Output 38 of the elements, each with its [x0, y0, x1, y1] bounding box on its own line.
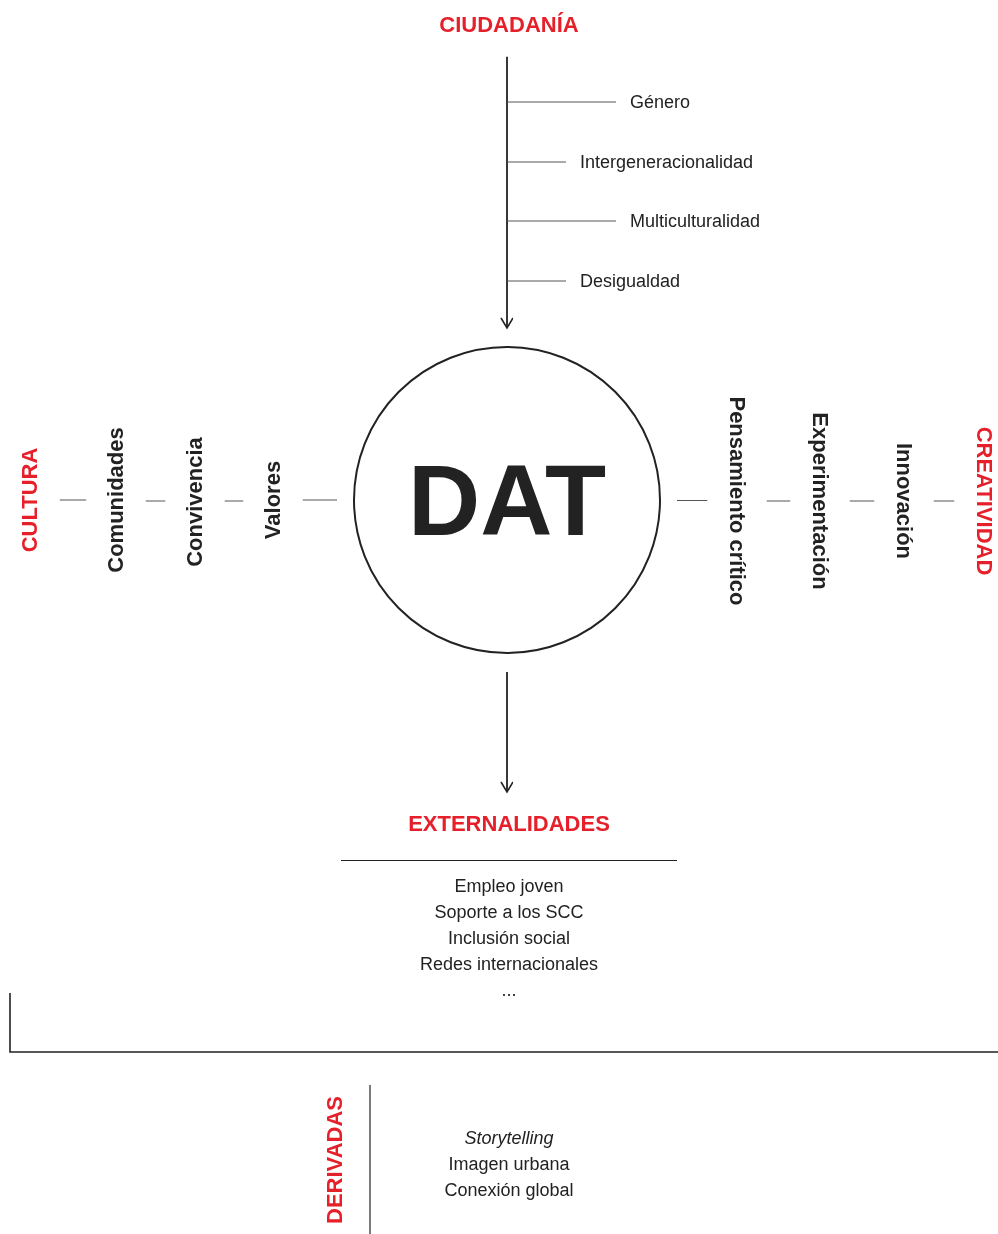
list-item: ... — [501, 978, 517, 1002]
connector-line — [506, 220, 617, 222]
category-heading: CULTURA — [16, 447, 44, 553]
list-item: Inclusión social — [447, 926, 571, 950]
concept-label: Multiculturalidad — [630, 209, 761, 233]
connector-line — [145, 500, 166, 502]
category-heading: EXTERNALIDADES — [408, 810, 610, 838]
list-item: Redes internacionales — [419, 952, 599, 976]
connector-line — [59, 499, 87, 501]
connector-line — [849, 500, 875, 502]
list-item: Empleo joven — [454, 874, 564, 898]
arrow — [500, 671, 514, 793]
connector-line — [302, 499, 338, 501]
arrow — [500, 55, 514, 329]
connector-line — [506, 280, 567, 282]
center-label: DAT — [407, 450, 607, 550]
concept-label: Intergeneracionalidad — [580, 150, 754, 174]
concept-label: Pensamiento crítico — [723, 396, 751, 606]
concept-label: Innovación — [890, 442, 918, 560]
list-item: Storytelling — [464, 1127, 554, 1150]
concept-label: Género — [630, 90, 691, 114]
concept-label: Desigualdad — [580, 269, 681, 293]
category-heading: CIUDADANÍA — [439, 11, 579, 39]
connector-line — [224, 500, 244, 502]
concept-label: Experimentación — [806, 412, 834, 590]
category-heading: CREATIVIDAD — [970, 426, 998, 576]
connector-line — [506, 101, 617, 103]
concept-label: Comunidades — [102, 427, 130, 573]
concept-label: Convivencia — [181, 437, 209, 567]
connector-line — [676, 500, 708, 501]
connector-line — [933, 500, 955, 502]
connector-line — [766, 500, 791, 502]
concept-label: Valores — [259, 460, 287, 540]
list-item: Conexión global — [444, 1179, 574, 1202]
connector-line — [506, 161, 567, 163]
list-item: Imagen urbana — [448, 1153, 570, 1176]
list-item: Soporte a los SCC — [434, 900, 584, 924]
category-heading: DERIVADAS — [321, 1096, 349, 1224]
